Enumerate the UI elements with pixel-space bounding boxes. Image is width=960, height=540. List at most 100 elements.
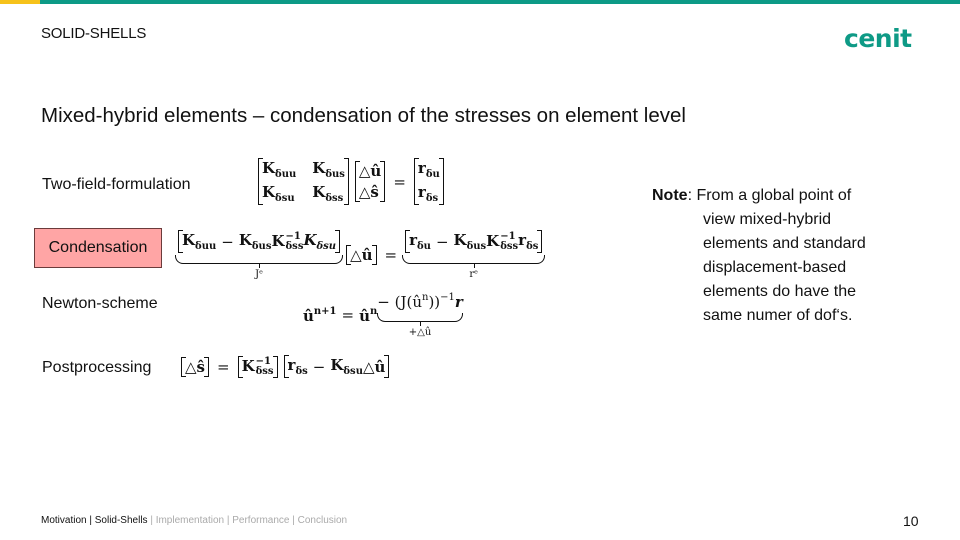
math-symbol: △ŝ	[358, 183, 379, 201]
math-symbol: rδs	[417, 183, 439, 204]
footer-separator: |	[147, 515, 156, 526]
top-accent-bar	[0, 0, 960, 4]
superscript: −1	[285, 230, 301, 242]
matrix: rδu rδs	[418, 159, 440, 204]
subscript: δs	[526, 241, 539, 252]
slide-title: Mixed-hybrid elements – condensation of …	[41, 104, 686, 127]
footer-nav-item[interactable]: Implementation	[155, 515, 225, 526]
matrix-cell: Kδsu	[262, 183, 296, 204]
bracket-group: △û	[346, 245, 377, 265]
math-symbol: −1	[440, 292, 455, 311]
math-symbol: Kδsu	[262, 183, 295, 204]
cenit-logo: cenit	[844, 24, 912, 53]
subscript: δsu	[343, 366, 363, 377]
label-postprocessing: Postprocessing	[42, 359, 152, 376]
superscript: n	[422, 292, 429, 303]
superscript: −1	[440, 292, 455, 303]
note-bold: Note	[652, 187, 688, 204]
footer-nav-item[interactable]: Performance	[232, 515, 290, 526]
superscript: −1	[255, 355, 271, 367]
math-operator: =	[393, 172, 406, 191]
bracket-group: rδs−Kδsu △û	[283, 355, 390, 378]
matrix-cell: △û	[359, 162, 381, 180]
matrix-cell: rδu	[418, 159, 440, 180]
bracket-group: △ŝ	[181, 356, 209, 377]
math-symbol: − (J(û	[377, 292, 422, 311]
label-newton: Newton-scheme	[42, 295, 158, 312]
math-symbol: Kδuu	[182, 231, 217, 252]
math-symbol: Kδus	[312, 159, 345, 180]
math-operator: =	[341, 306, 355, 324]
math-symbol: Kδss	[312, 183, 344, 204]
math-symbol: r	[454, 292, 463, 311]
note-text: Note: From a global point of view mixed-…	[652, 184, 866, 328]
subscript: δss	[500, 240, 519, 252]
subscript: δuu	[195, 241, 217, 252]
footer-nav-item[interactable]: Conclusion	[297, 515, 348, 526]
underbrace-label: rᵉ	[469, 269, 479, 280]
subscript: δs	[425, 193, 439, 204]
subscript: δuu	[275, 169, 297, 180]
subscript: δu	[417, 241, 431, 252]
math-operator: −	[312, 357, 326, 376]
math-symbol: n	[422, 292, 428, 311]
note-line: elements do have the	[703, 283, 856, 300]
underbrace-label: Jᵉ	[255, 269, 263, 280]
section-title: SOLID-SHELLS	[41, 25, 147, 42]
math-operator: −	[221, 232, 234, 251]
math-symbol: △û	[350, 246, 373, 264]
condensation-box: Condensation	[34, 228, 162, 268]
math-symbol: △ŝ	[185, 357, 205, 376]
superscript: n+1	[313, 305, 337, 317]
subscript: δus	[251, 241, 272, 252]
footer-nav: Motivation | Solid-Shells | Implementati…	[41, 515, 347, 526]
matrix-cell: Kδuu	[262, 159, 296, 180]
label-two-field: Two-field-formulation	[42, 176, 191, 193]
matrix-bracket: △û △ŝ	[354, 161, 386, 202]
subscript: δss	[285, 240, 304, 252]
footer-nav-item[interactable]: Motivation	[41, 515, 87, 526]
math-symbol: Kδus	[453, 231, 487, 252]
math-symbol: ûn	[359, 305, 378, 325]
math-symbol: rδu	[409, 231, 431, 252]
underbrace	[377, 313, 463, 326]
note-line: : From a global point of	[687, 187, 852, 204]
footer-separator: |	[224, 515, 233, 526]
matrix-cell: Kδus	[312, 159, 345, 180]
math-symbol: △û	[362, 357, 386, 376]
footer-nav-item[interactable]: Solid-Shells	[94, 515, 148, 526]
math-symbol: rδs	[287, 356, 308, 377]
footer-separator: |	[86, 515, 95, 526]
underbrace	[402, 255, 546, 268]
footer-separator: |	[289, 515, 298, 526]
math-operator: −	[435, 232, 449, 251]
math-symbol: △û	[358, 162, 382, 180]
math-symbol: Kδuu	[262, 159, 297, 180]
math-operator: =	[384, 246, 398, 264]
note-line: elements and standard	[703, 235, 866, 252]
underbrace	[175, 255, 344, 268]
subscript: δsu	[316, 241, 337, 252]
subscript: δss	[325, 193, 344, 204]
subscript: δus	[466, 241, 487, 252]
subscript: δus	[325, 169, 345, 180]
subscript: δsu	[275, 193, 295, 204]
subscript: δs	[295, 366, 308, 377]
